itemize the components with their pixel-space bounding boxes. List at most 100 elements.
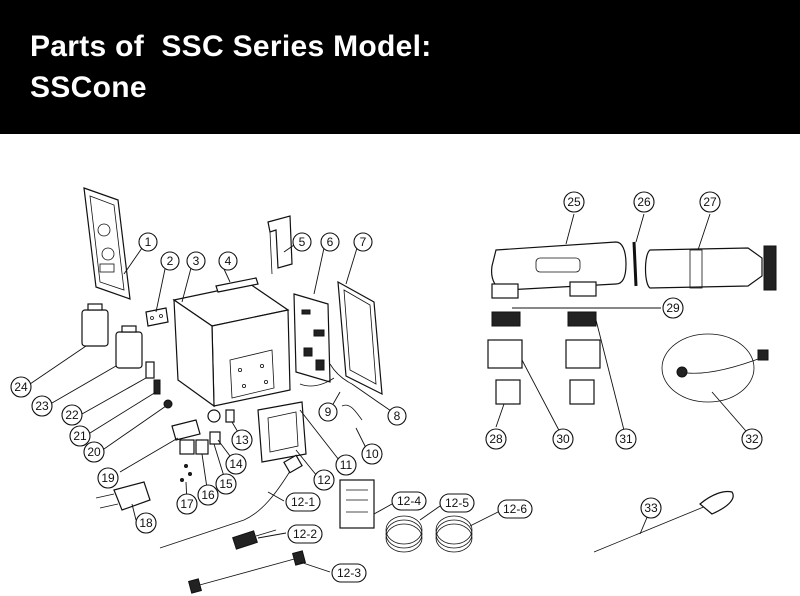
part-fittings bbox=[299, 363, 363, 421]
callout-4: 4 bbox=[218, 251, 238, 271]
callout-19: 19 bbox=[97, 467, 119, 489]
svg-text:20: 20 bbox=[87, 445, 101, 459]
title-banner: Parts of SSC Series Model: SSCone bbox=[0, 0, 800, 134]
part-small-bracket bbox=[145, 307, 169, 327]
callout-7: 7 bbox=[353, 232, 373, 252]
callout-29: 29 bbox=[662, 297, 684, 319]
part-cell-cartridge bbox=[644, 245, 777, 291]
svg-text:33: 33 bbox=[644, 501, 658, 515]
part-o-ring bbox=[632, 241, 638, 287]
svg-text:26: 26 bbox=[637, 195, 651, 209]
svg-text:13: 13 bbox=[235, 433, 249, 447]
callout-20: 20 bbox=[83, 441, 105, 463]
part-screwdriver bbox=[593, 490, 734, 553]
callout-21: 21 bbox=[69, 425, 91, 447]
callout-18: 18 bbox=[135, 512, 157, 534]
callout-10: 10 bbox=[361, 443, 383, 465]
callout-5: 5 bbox=[292, 232, 312, 252]
callout-23: 23 bbox=[31, 395, 53, 417]
svg-text:15: 15 bbox=[219, 477, 233, 491]
svg-text:7: 7 bbox=[360, 235, 367, 249]
part-circuit-board bbox=[293, 293, 331, 383]
callout-28: 28 bbox=[485, 428, 507, 450]
svg-text:18: 18 bbox=[139, 516, 153, 530]
callout-12-1: 12-1 bbox=[285, 492, 321, 512]
callout-31: 31 bbox=[615, 428, 637, 450]
svg-text:28: 28 bbox=[489, 432, 503, 446]
svg-text:12-4: 12-4 bbox=[397, 494, 421, 508]
callout-22: 22 bbox=[61, 404, 83, 426]
callout-14: 14 bbox=[225, 453, 247, 475]
svg-text:5: 5 bbox=[299, 235, 306, 249]
callout-12-5: 12-5 bbox=[439, 493, 475, 513]
part-power-plug bbox=[95, 481, 151, 511]
svg-text:1: 1 bbox=[145, 235, 152, 249]
callout-13: 13 bbox=[231, 429, 253, 451]
callout-9: 9 bbox=[318, 402, 338, 422]
part-main-enclosure bbox=[172, 283, 291, 408]
svg-text:10: 10 bbox=[365, 447, 379, 461]
callout-25: 25 bbox=[563, 191, 585, 213]
callout-12: 12 bbox=[313, 469, 335, 491]
part-top-handle bbox=[215, 277, 259, 293]
leader-lines bbox=[29, 213, 753, 573]
svg-text:29: 29 bbox=[666, 301, 680, 315]
part-rear-panel bbox=[337, 280, 383, 396]
callout-15: 15 bbox=[215, 473, 237, 495]
page-title-line-2: SSCone bbox=[30, 71, 147, 104]
callout-12-6: 12-6 bbox=[497, 499, 533, 519]
svg-text:16: 16 bbox=[201, 488, 215, 502]
part-flow-sensor-cable bbox=[661, 333, 769, 403]
part-bottles bbox=[81, 303, 143, 369]
part-sensor-cable bbox=[188, 550, 306, 594]
part-unions bbox=[487, 311, 601, 405]
callout-6: 6 bbox=[320, 232, 340, 252]
part-small-hardware bbox=[145, 361, 235, 482]
page-title-line-1: Parts of SSC Series Model: bbox=[30, 30, 432, 63]
part-coiled-hoses bbox=[385, 515, 473, 553]
callout-17: 17 bbox=[176, 493, 198, 515]
callout-26: 26 bbox=[633, 191, 655, 213]
svg-text:9: 9 bbox=[325, 405, 332, 419]
callout-12-4: 12-4 bbox=[391, 491, 427, 511]
svg-text:31: 31 bbox=[619, 432, 633, 446]
svg-text:17: 17 bbox=[180, 497, 194, 511]
part-fastener-kit bbox=[339, 479, 375, 529]
callout-33: 33 bbox=[640, 497, 662, 519]
svg-text:21: 21 bbox=[73, 429, 87, 443]
callout-16: 16 bbox=[197, 484, 219, 506]
callout-12-3: 12-3 bbox=[331, 563, 367, 583]
callout-11: 11 bbox=[335, 454, 357, 476]
svg-text:24: 24 bbox=[14, 380, 28, 394]
part-connector bbox=[232, 529, 277, 550]
callout-32: 32 bbox=[741, 428, 763, 450]
callout-2: 2 bbox=[160, 251, 180, 271]
part-power-cable bbox=[159, 454, 303, 549]
svg-text:12: 12 bbox=[317, 473, 331, 487]
part-cover bbox=[257, 401, 307, 463]
svg-text:2: 2 bbox=[167, 254, 174, 268]
callout-8: 8 bbox=[387, 406, 407, 426]
callout-27: 27 bbox=[699, 191, 721, 213]
svg-text:12-2: 12-2 bbox=[293, 527, 317, 541]
part-u-bracket bbox=[267, 215, 293, 275]
part-salt-cell bbox=[491, 241, 627, 299]
callout-12-2: 12-2 bbox=[287, 524, 323, 544]
svg-text:12-1: 12-1 bbox=[291, 495, 315, 509]
svg-text:32: 32 bbox=[745, 432, 759, 446]
callout-1: 1 bbox=[138, 232, 158, 252]
callout-30: 30 bbox=[552, 428, 574, 450]
svg-text:23: 23 bbox=[35, 399, 49, 413]
svg-text:12-5: 12-5 bbox=[445, 496, 469, 510]
callout-24: 24 bbox=[10, 376, 32, 398]
svg-text:11: 11 bbox=[340, 458, 353, 472]
svg-text:22: 22 bbox=[65, 408, 79, 422]
svg-text:6: 6 bbox=[327, 235, 334, 249]
svg-text:19: 19 bbox=[101, 471, 115, 485]
callout-3: 3 bbox=[186, 251, 206, 271]
svg-text:30: 30 bbox=[556, 432, 570, 446]
svg-text:8: 8 bbox=[394, 409, 401, 423]
svg-text:3: 3 bbox=[193, 254, 200, 268]
svg-text:27: 27 bbox=[703, 195, 717, 209]
exploded-parts-diagram: 1 2 3 4 5 6 7 8 9 10 11 12 12-1 12-2 12-… bbox=[10, 187, 777, 594]
